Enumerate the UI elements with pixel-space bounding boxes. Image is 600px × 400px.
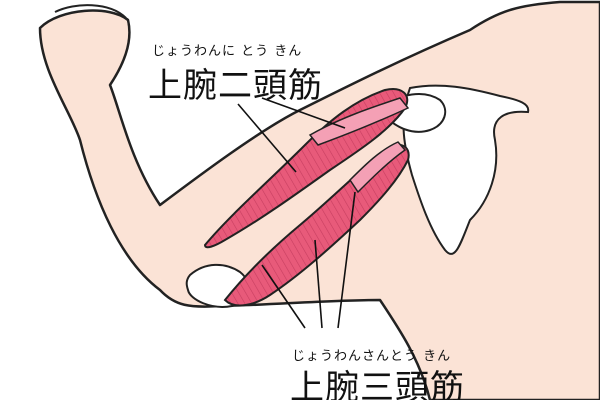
biceps-leader-line [261,97,346,129]
triceps-label: 上腕三頭筋 [290,368,465,400]
fist-outline [54,4,127,19]
triceps-strip [349,141,407,194]
triceps-leader-line [314,239,323,329]
biceps-reading: じょうわんに とう きん [152,44,303,59]
biceps-tendon [308,97,410,146]
triceps-leader-line [261,264,306,329]
triceps-reading: じょうわんさんとう きん [292,349,452,364]
biceps-leader-line [237,103,297,173]
biceps-label: 上腕二頭筋 [148,66,323,106]
triceps-leader-line [337,191,356,329]
